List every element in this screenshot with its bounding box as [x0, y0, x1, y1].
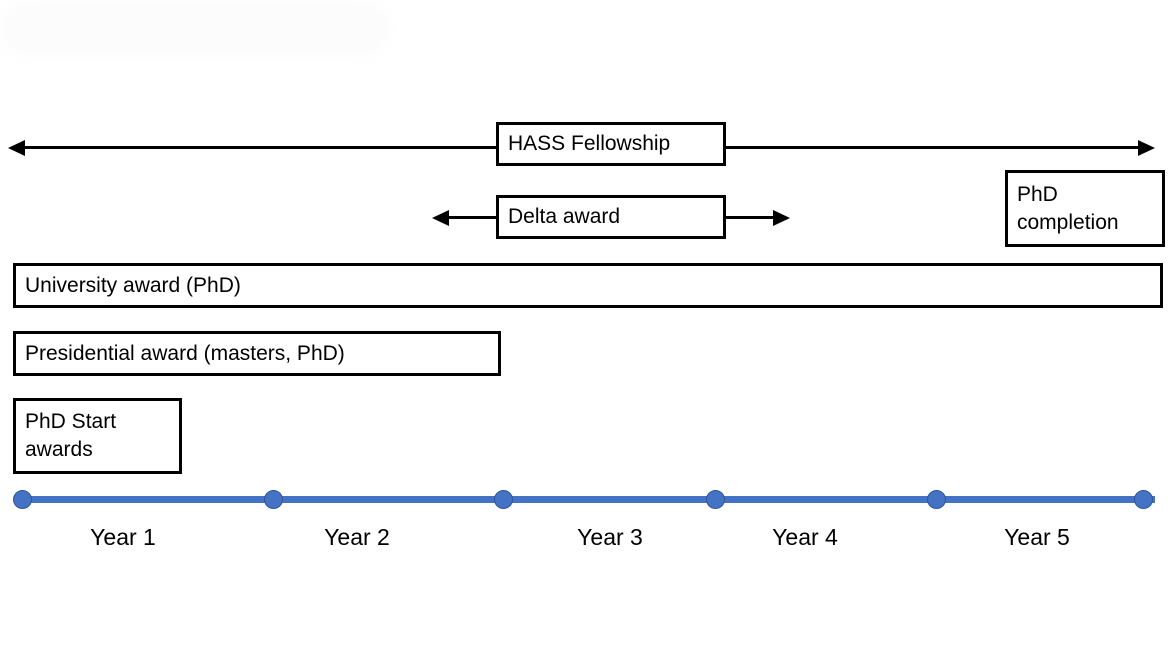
hass-fellowship-left-line: [24, 146, 498, 149]
delta-award-left-arrowhead: [432, 210, 449, 226]
phd-start-awards-box[interactable]: PhD Start awards: [13, 398, 182, 474]
year-label-3: Year 3: [577, 524, 643, 550]
year-label-4: Year 4: [772, 524, 838, 550]
university-award-label: University award (PhD): [25, 273, 241, 297]
hass-fellowship-box[interactable]: HASS Fellowship: [496, 122, 726, 166]
delta-award-right-arrowhead: [773, 210, 790, 226]
timeline-milestone-dot-1[interactable]: [13, 490, 32, 509]
hass-fellowship-label: HASS Fellowship: [508, 132, 671, 155]
hass-fellowship-right-line: [724, 146, 1139, 149]
phd-completion-label: PhD completion: [1017, 182, 1119, 234]
delta-award-box[interactable]: Delta award: [496, 195, 726, 239]
presidential-award-box[interactable]: Presidential award (masters, PhD): [13, 331, 501, 376]
background-artifact: [0, 0, 390, 58]
delta-award-left-line: [448, 216, 498, 219]
timeline-milestone-dot-2[interactable]: [264, 490, 283, 509]
timeline-milestone-dot-5[interactable]: [927, 490, 946, 509]
year-label-5: Year 5: [1004, 524, 1070, 550]
hass-fellowship-right-arrowhead: [1138, 140, 1155, 156]
hass-fellowship-left-arrowhead: [8, 140, 25, 156]
delta-award-right-line: [724, 216, 774, 219]
timeline-axis: [15, 496, 1155, 503]
timeline-milestone-dot-4[interactable]: [706, 490, 725, 509]
presidential-award-label: Presidential award (masters, PhD): [25, 341, 345, 365]
phd-completion-box[interactable]: PhD completion: [1005, 170, 1165, 247]
university-award-box[interactable]: University award (PhD): [13, 263, 1163, 308]
phd-start-awards-label: PhD Start awards: [25, 410, 117, 461]
delta-award-label: Delta award: [508, 205, 621, 228]
year-label-1: Year 1: [90, 524, 156, 550]
year-label-2: Year 2: [324, 524, 390, 550]
timeline-milestone-dot-3[interactable]: [494, 490, 513, 509]
timeline-milestone-dot-6[interactable]: [1134, 490, 1153, 509]
